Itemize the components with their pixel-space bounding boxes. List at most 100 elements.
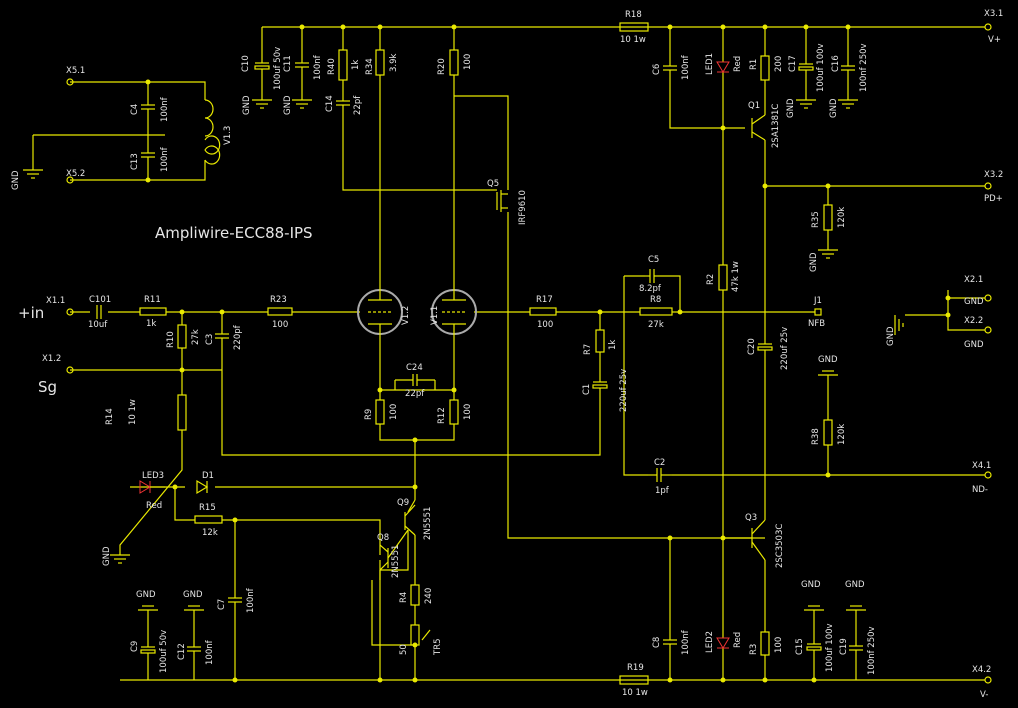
- schematic-title: Ampliwire-ECC88-IPS: [155, 224, 313, 242]
- tube-heater-v1-3[interactable]: V1.3: [204, 99, 233, 165]
- led-led3[interactable]: LED3 Red: [139, 471, 165, 511]
- capacitor-c5[interactable]: C5 8.2pf: [639, 255, 662, 294]
- tube-v1-1[interactable]: V1.1: [430, 285, 477, 338]
- resistor-value: 3.9k: [389, 53, 399, 72]
- resistor-r10[interactable]: R10 27k: [166, 324, 201, 349]
- capacitor-c12[interactable]: C12 100nf: [177, 639, 215, 665]
- resistor-r34[interactable]: R34 3.9k: [365, 49, 399, 76]
- transistor-ref: Q5: [487, 179, 499, 189]
- capacitor-value: 100uf 100v: [816, 43, 826, 92]
- transistor-ref: Q9: [397, 498, 409, 508]
- capacitor-value: 220uf 25v: [619, 369, 629, 412]
- led-led1[interactable]: LED1 Red: [705, 53, 743, 80]
- capacitor-c3[interactable]: C3 220pf: [205, 324, 243, 350]
- capacitor-c1[interactable]: C1 220uf 25v: [582, 369, 629, 412]
- resistor-r3[interactable]: R3 100: [749, 631, 784, 656]
- capacitor-c2[interactable]: C2 1pf: [648, 458, 672, 496]
- capacitor-value: 220pf: [233, 324, 243, 350]
- resistor-ref: R12: [437, 407, 447, 424]
- capacitor-ref: C7: [217, 599, 227, 610]
- capacitor-c24[interactable]: C24 22pf: [395, 363, 435, 399]
- resistor-value: 100: [463, 54, 473, 70]
- resistor-r40[interactable]: R40 1k: [327, 49, 361, 81]
- gnd-label: GND: [845, 580, 865, 590]
- tube-ref: V1.2: [401, 306, 411, 325]
- gnd-label: GND: [886, 326, 896, 346]
- resistor-r18[interactable]: R18 10 1w: [619, 10, 649, 45]
- resistor-r12[interactable]: R12 100: [437, 399, 473, 425]
- capacitor-c4[interactable]: C4 100nf: [130, 95, 170, 122]
- connector-x2-1[interactable]: X2.1 GND: [964, 275, 992, 307]
- capacitor-c10[interactable]: C10 100uf 50v: [241, 47, 283, 90]
- resistor-value: 200: [774, 56, 784, 72]
- capacitor-value: 100nf 250v: [867, 626, 877, 675]
- capacitor-c20[interactable]: C20 220uf 25v: [747, 327, 790, 370]
- capacitor-ref: C11: [283, 55, 293, 72]
- connector-x2-2[interactable]: X2.2 GND: [964, 316, 992, 350]
- capacitor-c11[interactable]: C11 100nf: [283, 50, 323, 80]
- capacitor-c13[interactable]: C13 100nf: [130, 145, 170, 172]
- connector-x5-1[interactable]: X5.1: [66, 66, 85, 86]
- connector-x1-2[interactable]: X1.2: [42, 354, 74, 374]
- connector-x4-1[interactable]: X4.1 ND-: [972, 461, 992, 495]
- transistor-q8[interactable]: Q8 2N5551: [377, 529, 409, 578]
- input-label: +in: [18, 304, 44, 322]
- resistor-r35[interactable]: R35 120k: [811, 204, 847, 231]
- capacitor-c17[interactable]: C17 100uf 100v: [788, 43, 826, 92]
- transistor-q1[interactable]: Q1 2SA1381C: [748, 101, 781, 148]
- resistor-r19[interactable]: R19 10 1w: [619, 663, 649, 698]
- capacitor-value: 10uf: [88, 320, 108, 330]
- transistor-ref: Q3: [745, 513, 757, 523]
- resistor-r11[interactable]: R11 1k: [139, 295, 167, 329]
- capacitor-value: 100nf: [681, 54, 691, 80]
- resistor-r14[interactable]: R14 10 1w: [105, 394, 187, 431]
- wires: [32, 26, 985, 681]
- resistor-r8[interactable]: R8 27k: [639, 295, 673, 330]
- resistor-ref: R4: [399, 592, 409, 603]
- transistor-q5[interactable]: Q5 IRF9610: [487, 179, 528, 225]
- tube-v1-2[interactable]: V1.2: [357, 285, 411, 338]
- resistor-r9[interactable]: R9 100: [364, 399, 399, 425]
- transistor-q3[interactable]: Q3 2SC3503C: [723, 513, 785, 568]
- gnd-label: GND: [283, 95, 293, 115]
- resistor-r2[interactable]: R2 47k 1w: [706, 261, 741, 292]
- capacitor-c14[interactable]: C14 22pf: [325, 95, 363, 115]
- connector-x3-1[interactable]: X3.1 V+: [984, 9, 1003, 45]
- trimmer-ref: TR5: [433, 638, 443, 656]
- connector-x4-2[interactable]: X4.2 V-: [972, 665, 992, 700]
- capacitor-c16[interactable]: C16 100nf 250v: [831, 43, 869, 92]
- connector-x1-1[interactable]: X1.1: [46, 296, 74, 316]
- diode-d1[interactable]: D1: [196, 471, 214, 495]
- resistor-ref: R38: [811, 428, 821, 445]
- transistor-part: 2N5551: [423, 507, 433, 540]
- resistor-r15[interactable]: R15 12k: [194, 503, 223, 538]
- trimmer-value: 50: [399, 644, 409, 655]
- connector-j1[interactable]: J1 NFB: [808, 296, 825, 329]
- resistor-r38[interactable]: R38 120k: [811, 419, 847, 446]
- resistor-r1[interactable]: R1 200: [749, 55, 784, 81]
- led-led2[interactable]: LED2 Red: [705, 631, 743, 655]
- transistor-part: IRF9610: [518, 190, 528, 225]
- trimmer-tr5[interactable]: TR5 50: [399, 624, 443, 656]
- resistor-r20[interactable]: R20 100: [437, 49, 473, 76]
- resistor-r7[interactable]: R7 1k: [583, 329, 618, 355]
- resistor-r23[interactable]: R23 100: [267, 295, 293, 330]
- resistor-value: 100: [463, 404, 473, 420]
- connector-x3-2[interactable]: X3.2 PD+: [984, 170, 1003, 204]
- connector-x5-2[interactable]: X5.2: [66, 169, 85, 184]
- resistor-r17[interactable]: R17 100: [529, 295, 557, 330]
- capacitor-ref: C6: [652, 64, 662, 75]
- resistor-ref: R10: [166, 331, 176, 348]
- transistor-q9[interactable]: Q9 2N5551: [397, 498, 433, 560]
- capacitor-c7[interactable]: C7 100nf: [217, 587, 256, 613]
- capacitor-c101[interactable]: C101 10uf: [88, 295, 111, 330]
- capacitor-ref: C13: [130, 153, 140, 170]
- capacitor-c19[interactable]: C19 100nf 250v: [839, 626, 877, 675]
- capacitor-c9[interactable]: C9 100uf 50v: [130, 630, 169, 673]
- capacitor-c8[interactable]: C8 100nf: [652, 629, 691, 655]
- resistor-r4[interactable]: R4 240: [399, 584, 434, 606]
- capacitor-value: 1pf: [655, 486, 670, 496]
- capacitor-ref: C19: [839, 638, 849, 655]
- capacitor-c6[interactable]: C6 100nf: [652, 54, 691, 80]
- capacitor-c15[interactable]: C15 100uf 100v: [795, 623, 835, 672]
